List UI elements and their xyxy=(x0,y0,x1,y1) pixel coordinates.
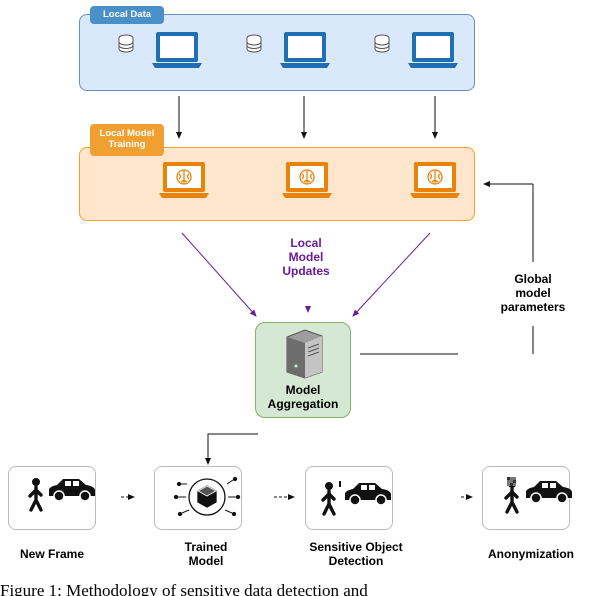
detection-line2: Detection xyxy=(328,554,384,568)
step-label-anonymization: Anonymization xyxy=(488,547,574,561)
laptop-icon xyxy=(280,32,330,68)
aggregation-label: Model Aggregation xyxy=(255,383,351,411)
arrow-to-trained-model xyxy=(205,433,258,465)
local-updates-line1: Local xyxy=(290,236,322,250)
database-icon xyxy=(118,34,134,53)
database-icon xyxy=(374,34,390,53)
aggregation-line2: Aggregation xyxy=(267,397,339,411)
car-icon xyxy=(344,482,392,506)
laptop-icon xyxy=(408,32,458,68)
local-training-tag: Local Model Training xyxy=(90,124,164,156)
figure-caption: Figure 1: Methodology of sensitive data … xyxy=(0,582,368,596)
local-training-label-line1: Local Model xyxy=(99,128,155,139)
brain-laptop-icon xyxy=(281,161,333,199)
aggregation-line1: Model xyxy=(285,383,321,397)
local-data-region xyxy=(79,14,475,91)
local-updates-label: Local Model Updates xyxy=(270,236,342,278)
arrow-update-left xyxy=(181,232,257,317)
local-updates-line2: Model xyxy=(288,250,324,264)
arrow-update-right xyxy=(352,232,431,317)
car-icon xyxy=(48,478,96,502)
detection-line1: Sensitive Object xyxy=(309,540,403,554)
local-training-label-line2: Training xyxy=(108,139,146,150)
blur-mask-icon xyxy=(507,477,516,486)
laptop-icon xyxy=(152,32,202,68)
cube-circuit-icon xyxy=(173,476,241,517)
brain-laptop-icon xyxy=(409,161,461,199)
step-label-trained-model: Trained Model xyxy=(158,540,254,568)
pedestrian-icon xyxy=(28,476,43,512)
local-data-tag: Local Data xyxy=(90,6,164,24)
step-label-detection: Sensitive Object Detection xyxy=(290,540,422,568)
local-updates-line3: Updates xyxy=(282,264,330,278)
step-label-new-frame: New Frame xyxy=(19,547,85,561)
local-data-label: Local Data xyxy=(102,9,152,20)
brain-laptop-icon xyxy=(158,161,210,199)
global-params-line1: Global xyxy=(514,272,552,286)
global-params-label: Global model parameters xyxy=(493,272,573,314)
car-icon xyxy=(525,480,573,504)
database-icon xyxy=(246,34,262,53)
local-training-region xyxy=(79,147,475,221)
detection-marker xyxy=(339,481,341,487)
trained-model-line2: Model xyxy=(188,554,224,568)
global-params-line3: parameters xyxy=(500,300,566,314)
server-icon xyxy=(286,329,323,379)
global-params-line2: model xyxy=(515,286,551,300)
trained-model-line1: Trained xyxy=(184,540,228,554)
pedestrian-icon xyxy=(321,480,336,516)
